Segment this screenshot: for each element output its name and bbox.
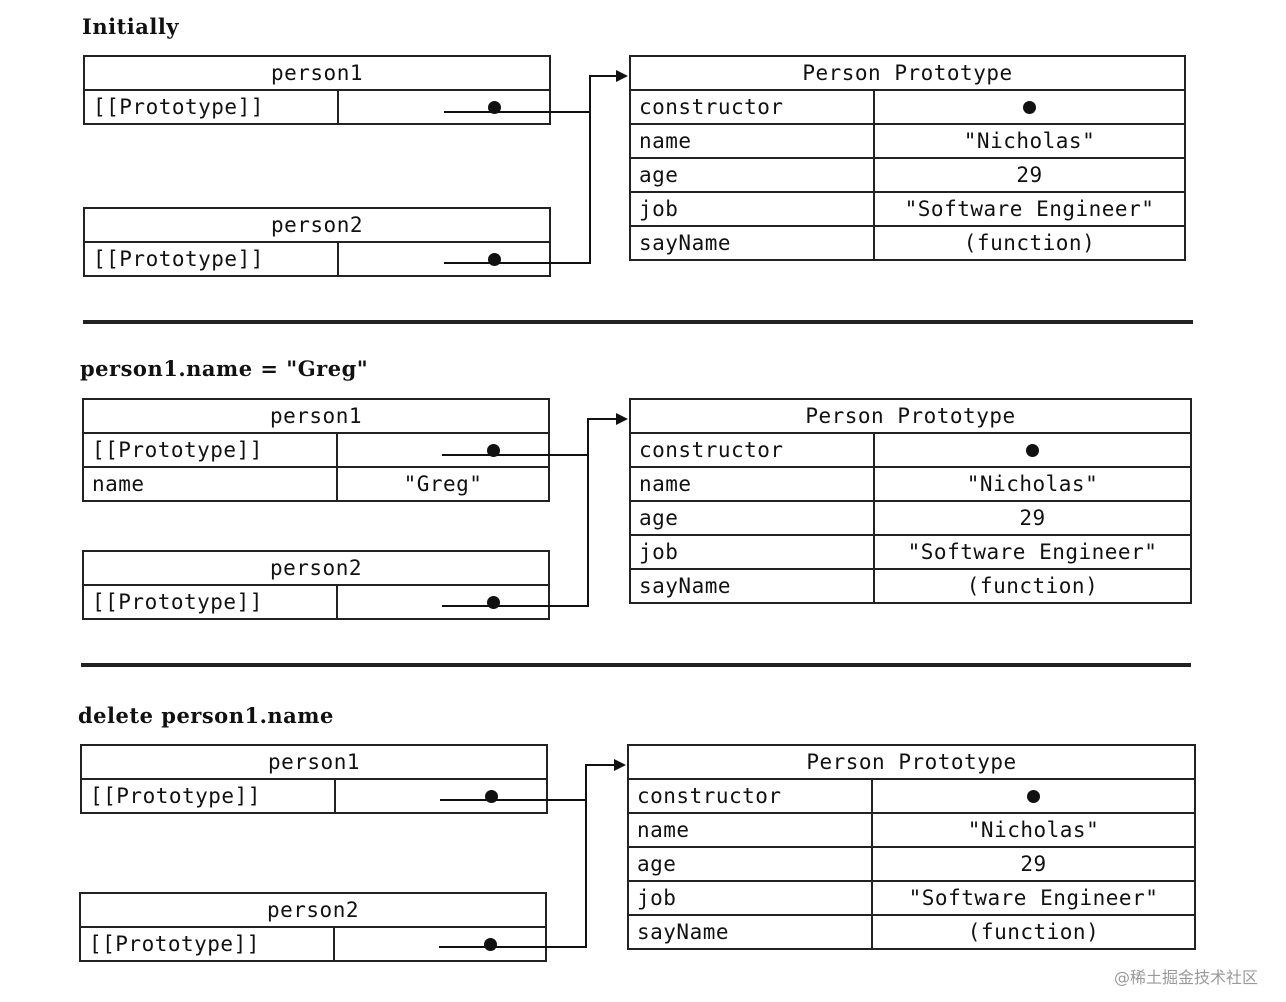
pointer-dot-icon	[1023, 101, 1036, 114]
object-title: Person Prototype	[627, 744, 1196, 780]
property-value: (function)	[873, 225, 1186, 261]
property-key: sayName	[627, 914, 873, 950]
pointer-dot-icon	[1026, 444, 1039, 457]
person2-object-assign: person2 [[Prototype]]	[82, 550, 550, 620]
prototype-slot-label: [[Prototype]]	[82, 432, 338, 468]
prototype-slot-label: [[Prototype]]	[83, 89, 339, 125]
pointer-dot-icon	[487, 253, 501, 266]
own-property-key: name	[82, 466, 338, 502]
section-heading-initially: Initially	[82, 14, 180, 39]
property-key: age	[629, 157, 875, 193]
prototype-pointer-cell	[336, 584, 550, 620]
property-value: (function)	[873, 568, 1192, 604]
property-value: 29	[873, 157, 1186, 193]
property-value: "Nicholas"	[871, 812, 1196, 848]
property-key: name	[629, 466, 875, 502]
property-value: "Nicholas"	[873, 466, 1192, 502]
property-key: constructor	[627, 778, 873, 814]
object-title: person1	[80, 744, 548, 780]
property-key: job	[629, 191, 875, 227]
property-key: name	[629, 123, 875, 159]
constructor-pointer-cell	[873, 89, 1186, 125]
prototype-pointer-cell	[333, 926, 547, 962]
prototype-slot-label: [[Prototype]]	[83, 241, 339, 277]
property-key: sayName	[629, 568, 875, 604]
property-value: "Software Engineer"	[871, 880, 1196, 916]
section-divider	[83, 320, 1193, 324]
object-title: person2	[79, 892, 547, 928]
property-key: sayName	[629, 225, 875, 261]
pointer-dot-icon	[486, 444, 500, 457]
property-value: (function)	[871, 914, 1196, 950]
constructor-pointer-cell	[871, 778, 1196, 814]
property-key: age	[627, 846, 873, 882]
prototype-slot-label: [[Prototype]]	[82, 584, 338, 620]
property-key: name	[627, 812, 873, 848]
person1-object-delete: person1 [[Prototype]]	[80, 744, 548, 814]
pointer-dot-icon	[1027, 790, 1040, 803]
object-title: person1	[83, 55, 551, 91]
property-key: job	[629, 534, 875, 570]
prototype-pointer-cell	[337, 241, 551, 277]
section-heading-delete-name: delete person1.name	[78, 703, 334, 728]
object-title: Person Prototype	[629, 55, 1186, 91]
person1-object-assign: person1 [[Prototype]] name "Greg"	[82, 398, 550, 502]
own-property-value: "Greg"	[336, 466, 550, 502]
property-key: job	[627, 880, 873, 916]
pointer-dot-icon	[487, 101, 501, 114]
prototype-pointer-cell	[334, 778, 548, 814]
pointer-dot-icon	[484, 790, 498, 803]
prototype-pointer-cell	[337, 89, 551, 125]
object-title: person1	[82, 398, 550, 434]
watermark: @稀土掘金技术社区	[1113, 968, 1258, 987]
person1-object-initially: person1 [[Prototype]]	[83, 55, 551, 125]
property-key: constructor	[629, 89, 875, 125]
property-value: 29	[871, 846, 1196, 882]
pointer-dot-icon	[486, 596, 500, 609]
property-value: "Software Engineer"	[873, 191, 1186, 227]
pointer-dot-icon	[483, 938, 497, 951]
object-title: person2	[83, 207, 551, 243]
property-value: "Software Engineer"	[873, 534, 1192, 570]
person2-object-delete: person2 [[Prototype]]	[79, 892, 547, 962]
person-prototype-object-delete: Person Prototype constructor name"Nichol…	[627, 744, 1196, 950]
object-title: Person Prototype	[629, 398, 1192, 434]
person-prototype-object-initially: Person Prototype constructor name"Nichol…	[629, 55, 1186, 261]
prototype-pointer-cell	[336, 432, 550, 468]
prototype-slot-label: [[Prototype]]	[79, 926, 335, 962]
property-value: 29	[873, 500, 1192, 536]
section-heading-assign-name: person1.name = "Greg"	[80, 356, 369, 381]
prototype-slot-label: [[Prototype]]	[80, 778, 336, 814]
person-prototype-object-assign: Person Prototype constructor name"Nichol…	[629, 398, 1192, 604]
constructor-pointer-cell	[873, 432, 1192, 468]
section-divider	[81, 663, 1191, 667]
object-title: person2	[82, 550, 550, 586]
property-value: "Nicholas"	[873, 123, 1186, 159]
property-key: constructor	[629, 432, 875, 468]
property-key: age	[629, 500, 875, 536]
person2-object-initially: person2 [[Prototype]]	[83, 207, 551, 277]
